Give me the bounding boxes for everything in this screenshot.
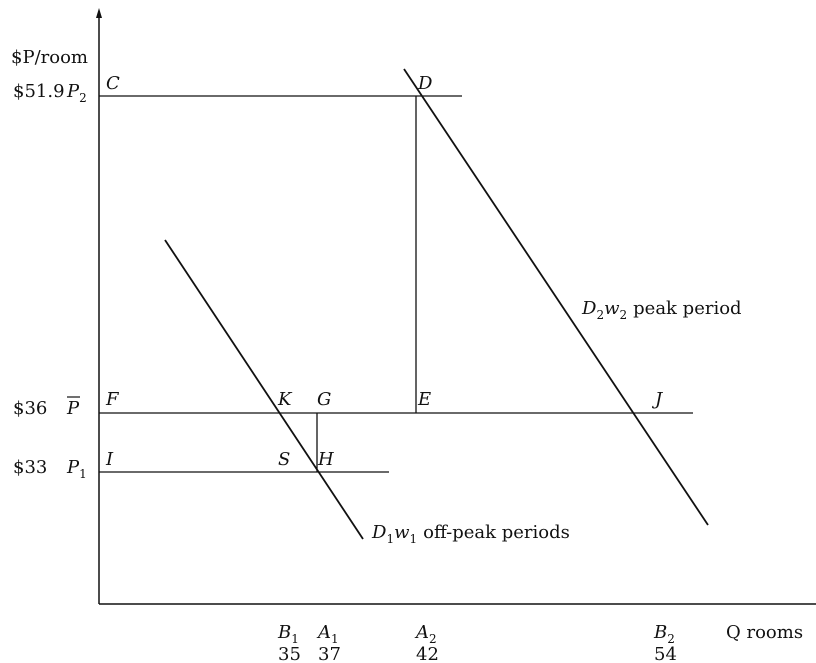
point-k-label: K — [277, 389, 293, 410]
point-d-label: D — [417, 73, 433, 94]
y-axis-arrowhead — [96, 8, 102, 18]
a1-label: A1 — [316, 622, 339, 646]
p2-subscript: 2 — [79, 91, 87, 105]
x-axis-label: Q rooms — [726, 622, 803, 643]
b1-value: 35 — [278, 644, 301, 663]
p1-value-label: $33 — [13, 457, 47, 478]
b2-label: B2 — [653, 622, 675, 646]
point-e-label: E — [417, 389, 431, 410]
a1-value: 37 — [318, 644, 341, 663]
p1-subscript: 1 — [79, 467, 87, 481]
point-s-label: S — [278, 449, 290, 470]
b2-value: 54 — [654, 644, 677, 663]
point-j-label: J — [651, 389, 664, 410]
p2-value-label: $51.9 — [13, 81, 65, 102]
off-peak-demand-curve — [164, 239, 364, 540]
pbar-symbol-label: P — [66, 398, 80, 419]
pbar-value-label: $36 — [13, 398, 47, 419]
peak-demand-curve — [403, 68, 709, 526]
point-i-label: I — [105, 449, 114, 470]
a2-label: A2 — [414, 622, 437, 646]
p2-symbol-label: P2 — [66, 81, 87, 105]
point-g-label: G — [317, 389, 331, 410]
b1-label: B1 — [277, 622, 299, 646]
point-c-label: C — [106, 73, 120, 94]
p1-symbol-label: P1 — [66, 457, 87, 481]
point-f-label: F — [105, 389, 120, 410]
point-h-label: H — [317, 449, 334, 470]
a2-value: 42 — [416, 644, 439, 663]
y-axis-label: $P/room — [11, 47, 88, 68]
